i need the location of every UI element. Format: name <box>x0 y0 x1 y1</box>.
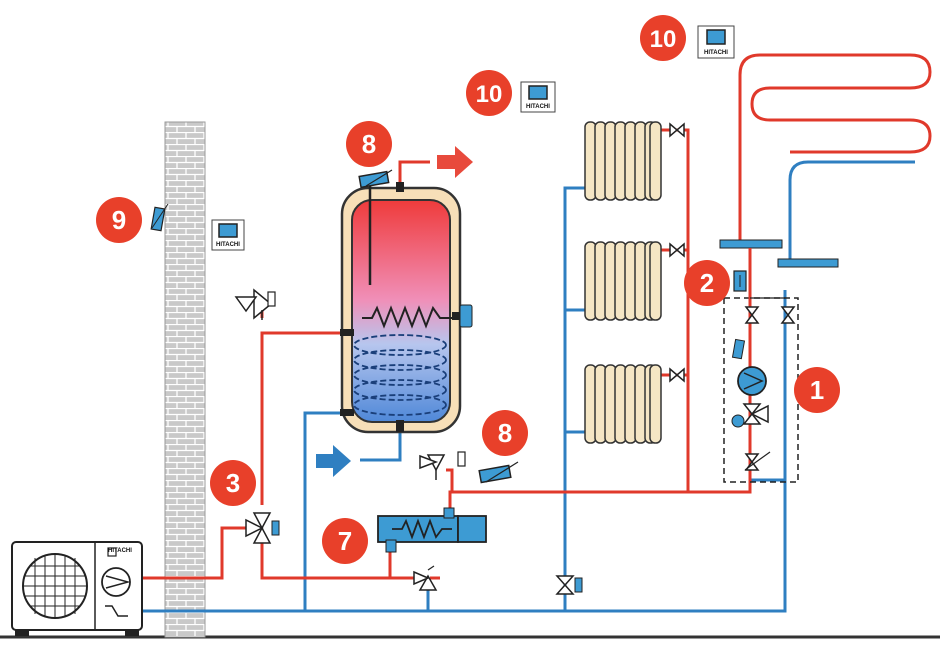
svg-text:10: 10 <box>650 26 677 53</box>
svg-text:8: 8 <box>362 129 376 159</box>
controller-brand-label: HITACHI <box>216 242 240 248</box>
thermostat-icon: HITACHI <box>520 81 556 113</box>
flow-sensor-2 <box>733 270 747 292</box>
heater-sensor-8 <box>478 461 519 484</box>
safety-valve-icon <box>234 288 276 320</box>
tank-element-flange <box>459 304 473 328</box>
svg-text:3: 3 <box>226 468 240 498</box>
hot-water-tank <box>340 182 473 434</box>
tank-sensor-8 <box>358 169 393 189</box>
radiator-valve-icon <box>669 123 685 137</box>
diverter-valve-3 <box>245 512 280 544</box>
radiator-valve-icon <box>669 243 685 257</box>
house-wall <box>164 121 206 638</box>
cold-pipes <box>140 160 915 613</box>
svg-text:9: 9 <box>112 205 126 235</box>
svg-text:1: 1 <box>810 375 824 405</box>
immersion-heater-coil <box>362 305 452 329</box>
safety-valve-icon <box>419 451 466 492</box>
badge-3: 3 <box>210 460 256 506</box>
badge-8-tank: 8 <box>346 121 392 167</box>
outdoor-temperature-sensor-9 <box>150 203 169 232</box>
badge-8-heater: 8 <box>482 410 528 456</box>
thermostat-icon: HITACHI <box>211 219 245 251</box>
pump-group-module <box>719 239 839 483</box>
controller-brand-label: HITACHI <box>704 50 728 56</box>
badge-2: 2 <box>684 260 730 306</box>
badge-10-room: 10 <box>466 70 512 116</box>
svg-text:7: 7 <box>338 526 352 556</box>
badge-9: 9 <box>96 197 142 243</box>
outdoor-heat-pump-unit: HITACHI <box>11 541 143 636</box>
hot-pipes <box>140 53 932 580</box>
arrow-right-icon <box>316 445 351 477</box>
safety-valve-icon <box>413 565 438 591</box>
radiator-middle <box>584 241 662 321</box>
svg-text:8: 8 <box>498 418 512 448</box>
heat-exchanger-coil <box>353 334 447 416</box>
radiator-bottom <box>584 364 662 444</box>
svg-text:2: 2 <box>700 268 714 298</box>
shutoff-valve-icon <box>745 306 759 324</box>
badge-7: 7 <box>322 518 368 564</box>
badge-1: 1 <box>794 367 840 413</box>
thermostat-icon: HITACHI <box>697 25 735 59</box>
unit-brand-label: HITACHI <box>108 548 132 554</box>
radiator-top <box>584 121 662 201</box>
controller-brand-label: HITACHI <box>526 104 550 110</box>
radiator-valve-icon <box>669 368 685 382</box>
arrow-right-icon <box>437 146 473 178</box>
three-way-valve-icon <box>742 403 769 425</box>
badge-10-floor: 10 <box>640 15 686 61</box>
backup-heater-7 <box>377 507 487 553</box>
svg-text:10: 10 <box>476 81 503 108</box>
drain-valve-icon <box>555 575 583 595</box>
